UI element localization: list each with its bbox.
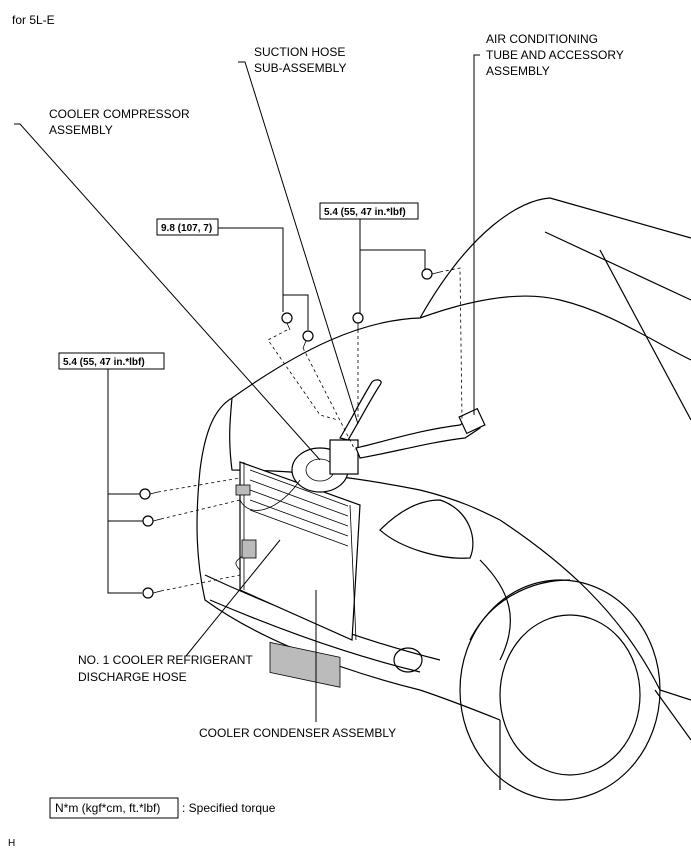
- legend-text: : Specified torque: [182, 801, 276, 815]
- bolt-icon: [302, 330, 314, 349]
- torque-box-condenser: 5.4 (55, 47 in.*lbf): [58, 352, 165, 370]
- bolt-icon-group: [139, 268, 441, 599]
- label-compressor-line1: COOLER COMPRESSOR: [49, 107, 190, 121]
- variant-label: for 5L-E: [12, 13, 55, 27]
- bolt-icon: [352, 312, 364, 330]
- bolt-icon: [421, 268, 441, 280]
- label-suction-hose-line1: SUCTION HOSE: [254, 45, 345, 59]
- bolt-icon: [281, 312, 293, 331]
- label-suction-hose-line2: SUB-ASSEMBLY: [254, 61, 346, 75]
- bolt-icon: [142, 587, 162, 599]
- torque-box-compressor: 9.8 (107, 7): [156, 218, 219, 236]
- label-condenser: COOLER CONDENSER ASSEMBLY: [199, 726, 396, 740]
- torque-value: 9.8 (107, 7): [161, 223, 212, 234]
- condenser-assembly: [239, 461, 361, 688]
- label-ac-tube-line3: ASSEMBLY: [486, 64, 550, 78]
- compressor-assembly: [291, 439, 359, 493]
- suction-hose: [339, 379, 486, 459]
- bolt-icon: [142, 515, 162, 527]
- legend-box-text: N*m (kgf*cm, ft.*lbf): [55, 801, 160, 815]
- label-ac-tube-line2: TUBE AND ACCESSORY: [486, 48, 624, 62]
- discharge-hose: [235, 479, 301, 571]
- label-compressor-line2: ASSEMBLY: [49, 123, 113, 137]
- label-ac-tube-line1: AIR CONDITIONING: [486, 32, 598, 46]
- figure-code: H: [8, 838, 15, 849]
- torque-legend: N*m (kgf*cm, ft.*lbf) : Specified torque: [49, 797, 276, 819]
- label-discharge-hose-line2: DISCHARGE HOSE: [78, 670, 187, 684]
- torque-value: 5.4 (55, 47 in.*lbf): [324, 207, 406, 218]
- install-lines: [157, 267, 463, 592]
- bolt-icon: [139, 488, 159, 500]
- torque-value: 5.4 (55, 47 in.*lbf): [63, 357, 145, 368]
- label-discharge-hose-line1: NO. 1 COOLER REFRIGERANT: [78, 653, 253, 667]
- torque-box-tube: 5.4 (55, 47 in.*lbf): [319, 202, 419, 220]
- leader-lines: [14, 54, 480, 722]
